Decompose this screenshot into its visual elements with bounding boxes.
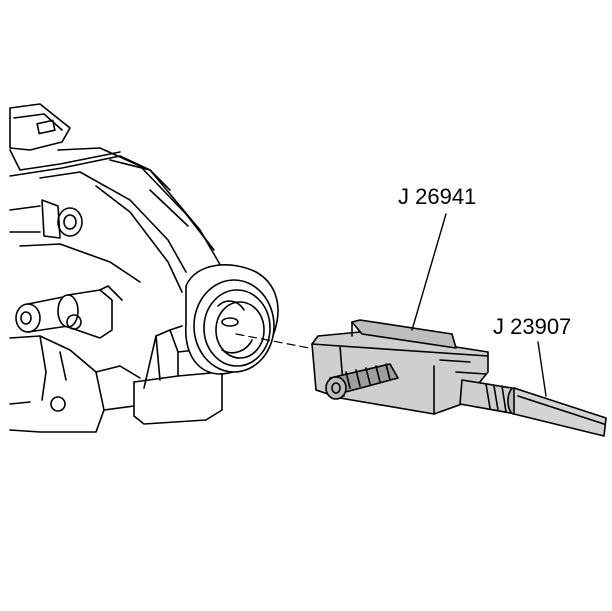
driver-handle [459, 379, 607, 437]
callout-j23907: J 23907 [493, 314, 572, 339]
output-shaft [15, 285, 123, 339]
axle-housing [9, 103, 279, 433]
leader-line-j26941 [411, 213, 447, 331]
mounting-bracket [133, 325, 223, 425]
callout-j26941: J 26941 [398, 184, 477, 209]
seal-bore [185, 264, 279, 375]
alignment-centerline [235, 333, 321, 351]
leader-line-j23907 [537, 341, 547, 397]
